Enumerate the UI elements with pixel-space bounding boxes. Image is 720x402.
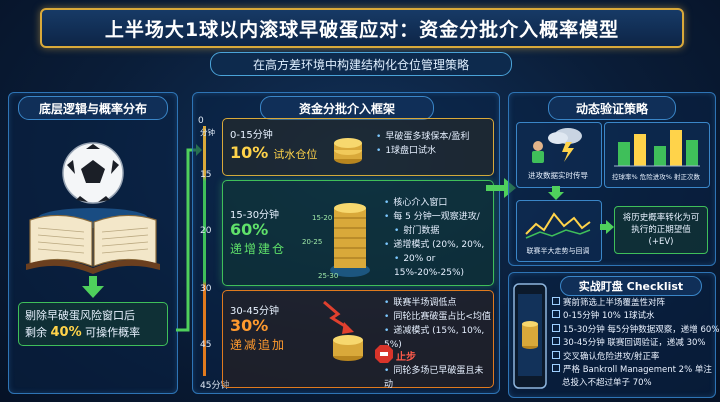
caption-suffix: 可操作概率 — [81, 326, 141, 339]
stage3-bullet: 联赛半场调低点 — [384, 296, 492, 310]
stop-label: 止步 — [396, 352, 416, 363]
stack-label-3: 25-30 — [318, 272, 339, 280]
checkbox-icon — [552, 364, 560, 373]
arrow-right-icon — [600, 220, 614, 234]
checkbox-icon — [552, 350, 560, 359]
stage3-bullets: 联赛半场调低点 同轮比赛破蛋占比<均值 递减模式 (15%, 10%, 5%) — [384, 296, 492, 352]
checklist-item[interactable]: 0-15分钟 10% 1球试水 — [552, 310, 710, 323]
verify-card-3-caption: 联赛半大走势与回调 — [526, 247, 590, 255]
caption-highlight: 40% — [50, 325, 82, 340]
caption-line1: 剔除早破蛋风险窗口后 — [25, 309, 135, 322]
stop-note: 同轮多场已早破蛋且未动 — [384, 364, 492, 392]
open-book-icon — [26, 214, 160, 274]
checklist-item[interactable]: 赛前筛选上半场覆盖性对阵 — [552, 297, 710, 310]
checklist-heading: 实战盯盘 Checklist — [560, 276, 702, 296]
stage2-bullets: 核心介入窗口 每 5 分钟一观察进攻/ 射门数据 递增模式 (20%, 20%,… — [384, 196, 492, 280]
stage2-subtitle: 递增建仓 — [230, 242, 287, 256]
stack-label-2: 20-25 — [302, 238, 323, 246]
arrow-down-icon — [548, 186, 564, 200]
line-chart-icon — [525, 212, 591, 239]
book-ball-illustration — [26, 142, 160, 298]
tick-20: 20 — [200, 226, 212, 236]
bar-chart-icon — [614, 130, 700, 167]
stage1-headline: 10% 试水仓位 — [230, 143, 317, 162]
storm-cloud-icon — [532, 128, 582, 163]
middle-panel-heading: 资金分批介入框架 — [260, 96, 434, 120]
stage2-bullet: 核心介入窗口 — [384, 196, 492, 210]
stage2-bullet: 每 5 分钟一观察进攻/ — [384, 210, 492, 224]
checklist-item[interactable]: 15-30分钟 每5分钟数据观察，递增 60% — [552, 323, 719, 337]
stage3-percent: 30% — [230, 316, 269, 335]
checklist-item[interactable]: 交叉确认危险进攻/射正率 — [552, 350, 710, 364]
verify-card-4-caption: 将历史概率转化为可执行的正期望值 (+EV) — [614, 206, 708, 254]
caption-prefix: 剩余 — [25, 326, 51, 339]
stage2-percent: 60% — [230, 220, 269, 239]
stage2-bullet: 递增模式 (20%, 20%, — [384, 238, 492, 252]
timeline-bar — [203, 126, 206, 376]
stage1-percent: 10% — [230, 143, 269, 162]
soccer-ball-icon — [62, 142, 124, 204]
checklist-items: 赛前筛选上半场覆盖性对阵 0-15分钟 10% 1球试水 15-30分钟 每5分… — [552, 297, 719, 391]
verify-card-2-caption: 控球率% 危险进攻% 射正次数 — [612, 173, 700, 181]
probability-caption-box: 剔除早破蛋风险窗口后 剩余 40% 可操作概率 — [18, 302, 168, 346]
stage3-subtitle: 递减追加 — [230, 338, 287, 352]
tick-45: 45 — [200, 340, 212, 350]
stage2-bullet: 射门数据 — [384, 224, 492, 238]
stack-label-1: 15-20 — [312, 214, 333, 222]
checklist-item[interactable]: 总投入不超过单子 70% — [562, 378, 652, 389]
right-panel-heading: 动态验证策略 — [548, 96, 676, 120]
checkbox-icon — [552, 297, 560, 305]
smartphone-icon — [513, 283, 547, 389]
stage3-bullet: 同轮比赛破蛋占比<均值 — [384, 310, 492, 324]
stop-note-text: 同轮多场已早破蛋且未动 — [384, 364, 492, 392]
verify-card-1-caption: 进攻数据实时传导 — [528, 171, 588, 180]
page-subtitle: 在高方差环境中构建结构化仓位管理策略 — [210, 52, 512, 76]
stage2-bullet: 20% or 15%-20%-25%) — [384, 252, 492, 280]
coin-stack-icon — [323, 300, 363, 361]
stage3-time: 30-45分钟 — [230, 306, 280, 317]
tick-0-unit: 分钟 — [200, 128, 215, 137]
tick-15: 15 — [200, 170, 212, 180]
tick-0: 0 — [198, 116, 204, 126]
stage1-bullet: 早破蛋多球保本/盈利 — [376, 130, 492, 144]
checkbox-icon — [552, 323, 560, 332]
caption-line2: 剩余 40% 可操作概率 — [25, 324, 161, 341]
stage1-time: 0-15分钟 — [230, 130, 273, 141]
tick-30: 30 — [200, 284, 212, 294]
coin-stack-icon — [330, 203, 370, 277]
stage1-bullet: 1球盘口试水 — [376, 144, 492, 158]
stage3-bullet: 递减模式 (15%, 10%, 5%) — [384, 324, 492, 352]
checklist-item[interactable]: 严格 Bankroll Management 2% 单注 — [552, 364, 712, 377]
coin-stack-icon — [334, 138, 362, 164]
left-panel-heading: 底层逻辑与概率分布 — [18, 96, 168, 120]
stop-hand-icon — [375, 345, 393, 363]
checkbox-icon — [552, 310, 560, 319]
page-title: 上半场大1球以内滚球早破蛋应对：资金分批介入概率模型 — [40, 8, 684, 48]
checkbox-icon — [552, 337, 560, 346]
stage2-time: 15-30分钟 — [230, 210, 280, 221]
checklist-item[interactable]: 30-45分钟 联赛回调验证，递减 30% — [552, 337, 710, 350]
timeline-end-label: 45分钟 — [200, 381, 230, 391]
stage1-subtitle: 试水仓位 — [273, 148, 318, 161]
stage1-bullets: 早破蛋多球保本/盈利 1球盘口试水 — [376, 130, 492, 158]
arrow-down-icon — [82, 276, 104, 298]
